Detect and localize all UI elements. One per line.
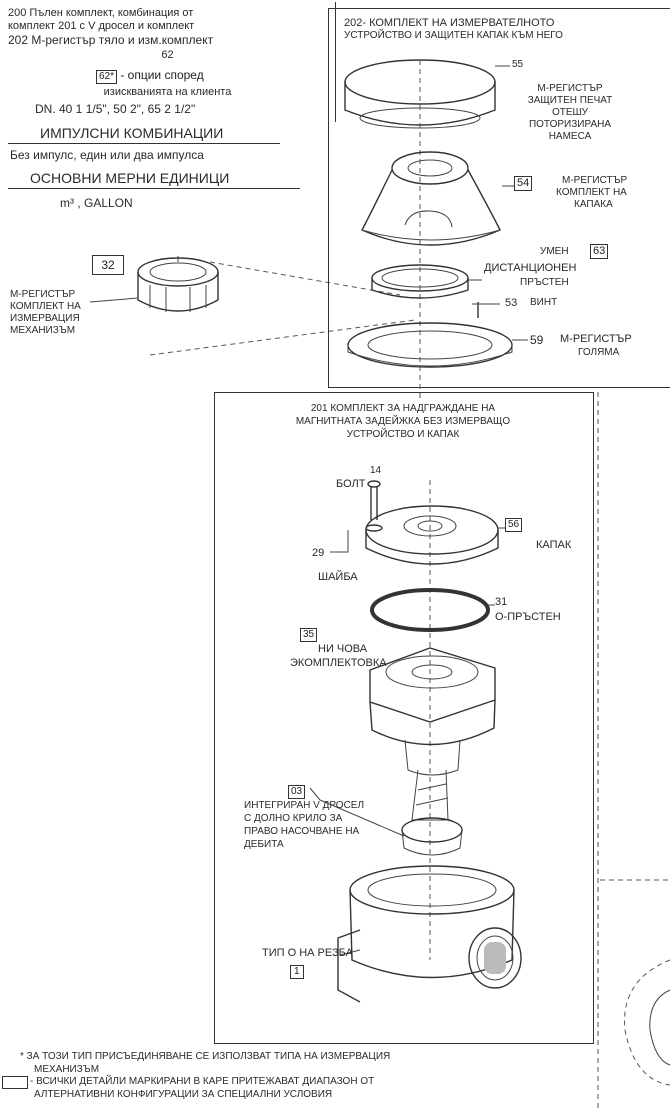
part59-label-1: М-РЕГИСТЪР: [560, 333, 632, 345]
part55-num: 55: [512, 59, 524, 70]
impulse-underline: [8, 143, 280, 144]
units-title: ОСНОВНИ МЕРНИ ЕДИНИЦИ: [30, 170, 230, 186]
footnote-1a: * ЗА ТОЗИ ТИП ПРИСЪЕДИНЯВАНЕ СЕ ИЗПОЛЗВА…: [20, 1051, 391, 1062]
right-title-2: УСТРОЙСТВО И ЗАЩИТЕН КАПАК КЪМ НЕГО: [344, 30, 563, 41]
options-code-box: 62*: [96, 70, 118, 84]
throttle-num-box: 03: [288, 785, 306, 799]
part55-label-5: НАМЕСА: [548, 131, 592, 142]
kit-label-1: НИ ЧОВА: [318, 643, 368, 655]
part53-num: 53: [505, 297, 518, 309]
header-line-4: 62: [161, 49, 174, 61]
oring-label: О-ПРЪСТЕН: [495, 611, 561, 623]
part63-label-2: ДИСТАНЦИОНЕН: [484, 262, 577, 274]
part63-num-box: 63: [590, 244, 609, 259]
bolt-num: 14: [370, 465, 382, 476]
center-title-1: 201 КОМПЛЕКТ ЗА НАДГРАЖДАНЕ НА: [310, 403, 496, 414]
bolt-label: БОЛТ: [336, 478, 366, 490]
mechanism-label-3: ИЗМЕРВАЦИЯ: [10, 313, 80, 324]
kit-label-2: ЭКОМПЛЕКТОВКА: [290, 657, 387, 669]
units-text: m³ , GALLON: [60, 196, 133, 210]
thread-label: ТИП О НА РЕЗБА: [262, 947, 353, 959]
footnote-2a: - ВСИЧКИ ДЕТАЙЛИ МАРКИРАНИ В КАРЕ ПРИТЕЖ…: [30, 1076, 375, 1087]
center-title-2: МАГНИТНАТА ЗАДЕЙЖКА БЕЗ ИЗМЕРВАЩО: [295, 416, 511, 427]
washer-num: 29: [312, 547, 325, 559]
part54-label-3: КАПАКА: [574, 199, 613, 210]
units-underline: [8, 188, 300, 189]
part55-label-4: ПОТОРИЗИРАНА: [528, 119, 612, 130]
footnote-box-symbol: [2, 1076, 28, 1089]
sizes-line: DN. 40 1 1/5", 50 2", 65 2 1/2": [35, 102, 196, 116]
cover-num-box: 56: [505, 518, 523, 532]
washer-label: ШАЙБА: [318, 571, 358, 583]
header-line-2: комплект 201 с V дросел и комплект: [8, 20, 195, 32]
part54-label-2: КОМПЛЕКТ НА: [556, 187, 627, 198]
throttle-label-1: ИНТЕГРИРАН V ДРОСЕЛ: [244, 800, 365, 811]
impulse-title: ИМПУЛСНИ КОМБИНАЦИИ: [40, 125, 224, 141]
part63-label-3: ПРЪСТЕН: [520, 277, 569, 288]
kit-num-box: 35: [300, 628, 318, 642]
impulse-text: Без импулс, един или два импулса: [10, 148, 204, 162]
left-separator: [335, 2, 336, 122]
footnote-1b: МЕХАНИЗЪМ: [34, 1064, 100, 1075]
throttle-label-3: ПРАВО НАСОЧВАНЕ НА: [244, 826, 360, 837]
options-text-2: изискванията на клиента: [103, 86, 232, 98]
footnote-2b: АЛТЕРНАТИВНИ КОНФИГУРАЦИИ ЗА СПЕЦИАЛНИ У…: [34, 1089, 333, 1100]
right-title-1: 202- КОМПЛЕКТ НА ИЗМЕРВАТЕЛНОТО: [344, 17, 555, 29]
part63-label-1: УМЕН: [540, 246, 569, 257]
center-box-201: [214, 392, 594, 1044]
header-line-3: 202 М-регистър тяло и изм.комплект: [8, 33, 214, 47]
mechanism-label-2: КОМПЛЕКТ НА: [10, 301, 81, 312]
part55-label-1: М-РЕГИСТЪР: [537, 83, 603, 94]
throttle-label-2: С ДОЛНО КРИЛО ЗА: [244, 813, 343, 824]
throttle-label-4: ДЕБИТА: [244, 839, 284, 850]
options-text: - опции според: [117, 68, 204, 82]
part55-label-2: ЗАЩИТЕН ПЕЧАТ: [527, 95, 613, 106]
mechanism-label-1: М-РЕГИСТЪР: [10, 289, 76, 300]
part59-label-2: ГОЛЯМА: [578, 347, 620, 358]
part54-label-1: М-РЕГИСТЪР: [562, 175, 628, 186]
cover-label: КАПАК: [536, 539, 572, 551]
center-title-3: УСТРОЙСТВО И КАПАК: [346, 429, 460, 440]
part55-label-3: ОТЕШУ: [551, 107, 589, 118]
thread-num-box: 1: [290, 965, 304, 979]
part54-num-box: 54: [514, 176, 533, 191]
mechanism-code-box: 32: [92, 255, 124, 275]
part53-label: ВИНТ: [530, 297, 558, 308]
mechanism-label-4: МЕХАНИЗЪМ: [10, 325, 76, 336]
oring-num: 31: [495, 596, 508, 608]
right-box-202: [328, 8, 670, 388]
options-row: 62* - опции според: [96, 68, 204, 84]
header-line-1: 200 Пълен комплект, комбинация от: [8, 7, 194, 19]
part59-num: 59: [530, 333, 544, 347]
